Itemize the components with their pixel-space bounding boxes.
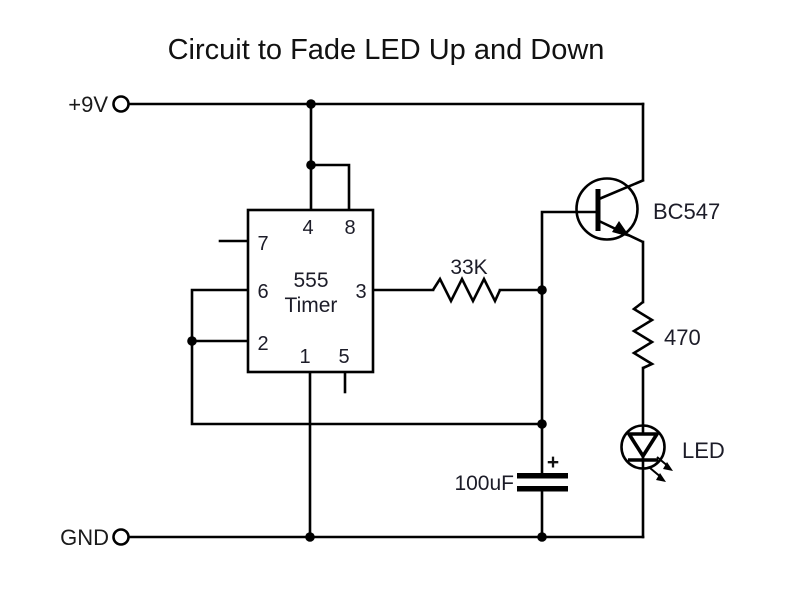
resistor-33k-symbol [431, 276, 502, 305]
transistor-bc547-symbol [575, 177, 645, 244]
transistor-circle [575, 177, 639, 241]
led-symbol [620, 424, 673, 482]
gnd-terminal-icon [112, 528, 130, 546]
ic-555: 555 Timer 7 6 2 4 8 3 1 5 [246, 208, 375, 374]
ic-555-name-line1: 555 [293, 269, 328, 292]
page-title: Circuit to Fade LED Up and Down [168, 34, 605, 66]
vcc-terminal-icon [112, 95, 130, 113]
pin-label-3: 3 [355, 281, 366, 303]
pin-label-6: 6 [257, 281, 268, 303]
transistor-collector-lead [598, 178, 645, 201]
resistor-33k-label: 33K [450, 256, 487, 279]
led-emission-arrows-icon [649, 456, 673, 482]
pin-label-7: 7 [257, 233, 268, 255]
capacitor-top-plate [517, 473, 568, 479]
wire-pin6-feedback [190, 288, 544, 426]
gnd-rail-label: GND [60, 525, 109, 550]
capacitor-symbol [517, 473, 568, 492]
transistor-emitter-arrow-icon [612, 221, 630, 237]
junction-dot [305, 532, 315, 542]
junction-dot [537, 285, 547, 295]
pin-label-8: 8 [344, 217, 355, 239]
junction-dot [537, 532, 547, 542]
wire-pin8-branch [309, 163, 351, 212]
resistor-470-symbol [631, 300, 655, 370]
ic-555-body [246, 208, 375, 374]
junction-dot [306, 99, 316, 109]
wire-base-node-column [540, 210, 600, 476]
pin-label-5: 5 [338, 346, 349, 368]
ic-555-name-line2: Timer [285, 294, 338, 317]
junction-dot [306, 160, 316, 170]
transistor-bc547-label: BC547 [653, 199, 720, 224]
pin-label-1: 1 [299, 346, 310, 368]
led-circle [620, 424, 666, 470]
capacitor-polarity-label: + [547, 451, 559, 474]
led-triangle-icon [625, 432, 661, 460]
vcc-rail-label: +9V [68, 92, 108, 117]
pin-label-4: 4 [302, 217, 313, 239]
capacitor-bottom-plate [517, 486, 568, 492]
led-label: LED [682, 438, 725, 463]
pin-label-2: 2 [257, 333, 268, 355]
junction-dot [537, 419, 547, 429]
capacitor-value-label: 100uF [454, 472, 514, 495]
resistor-470-label: 470 [664, 325, 701, 350]
junction-dots [187, 99, 547, 542]
junction-dot [187, 336, 197, 346]
wiring [127, 102, 645, 539]
